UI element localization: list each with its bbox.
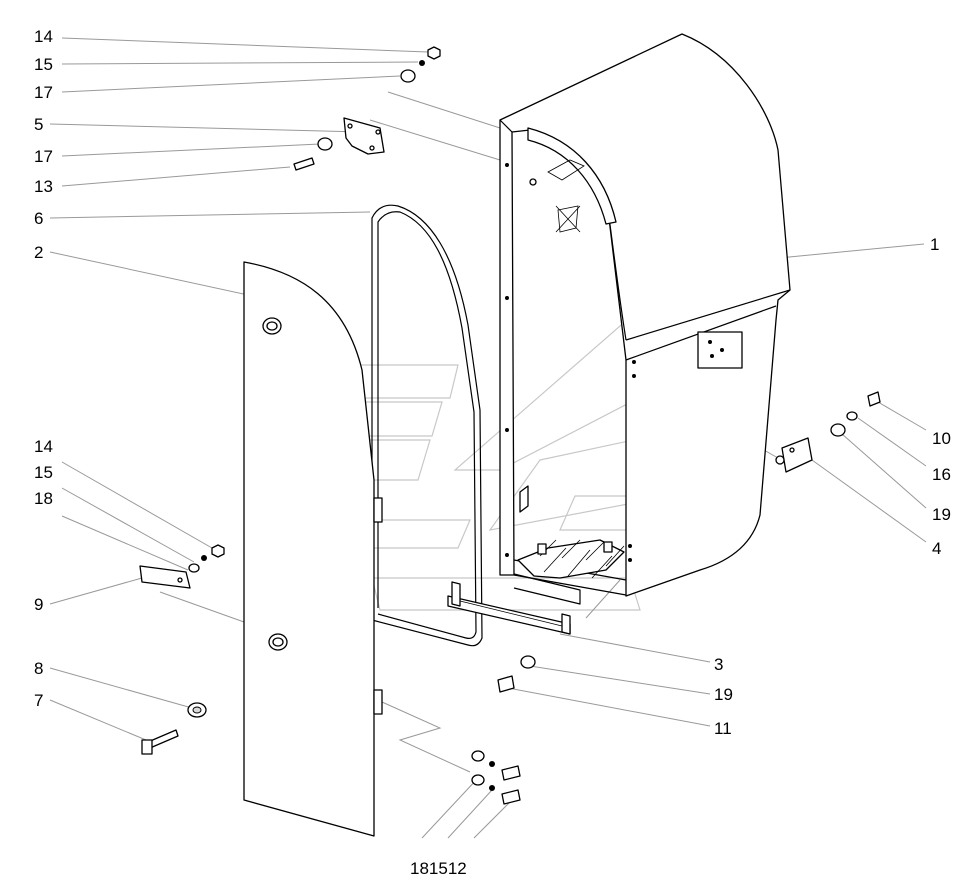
- fasteners: [141, 46, 881, 805]
- housing-part-1: [499, 33, 791, 605]
- label-17: 17: [34, 83, 53, 102]
- label-6: 6: [34, 209, 43, 228]
- callout-labels: 14 15 17 5 17 13 6 2 14 15 18 9 8 7 1 10…: [34, 27, 951, 878]
- label-bottom-group: 181512: [410, 859, 467, 878]
- label-19: 19: [932, 505, 951, 524]
- bracket-part-3: [447, 581, 571, 635]
- label-19: 19: [714, 685, 733, 704]
- leader-lines: [49, 37, 927, 839]
- label-3: 3: [714, 655, 723, 674]
- label-1: 1: [930, 235, 939, 254]
- label-8: 8: [34, 659, 43, 678]
- label-13: 13: [34, 177, 53, 196]
- label-15: 15: [34, 463, 53, 482]
- label-18: 18: [34, 489, 53, 508]
- label-4: 4: [932, 539, 941, 558]
- label-17: 17: [34, 147, 53, 166]
- label-5: 5: [34, 115, 43, 134]
- label-9: 9: [34, 595, 43, 614]
- hinge-plate-part-5: [343, 117, 385, 155]
- label-16: 16: [932, 465, 951, 484]
- label-14: 14: [34, 437, 53, 456]
- label-2: 2: [34, 243, 43, 262]
- latch-plate-part-9: [139, 565, 191, 589]
- door-panel-part-2: [243, 261, 383, 837]
- label-11: 11: [714, 719, 732, 738]
- hinge-part-4: [775, 437, 813, 473]
- label-15: 15: [34, 55, 53, 74]
- door-seal-part-6: [371, 204, 483, 647]
- label-14: 14: [34, 27, 53, 46]
- label-10: 10: [932, 429, 951, 448]
- label-7: 7: [34, 691, 43, 710]
